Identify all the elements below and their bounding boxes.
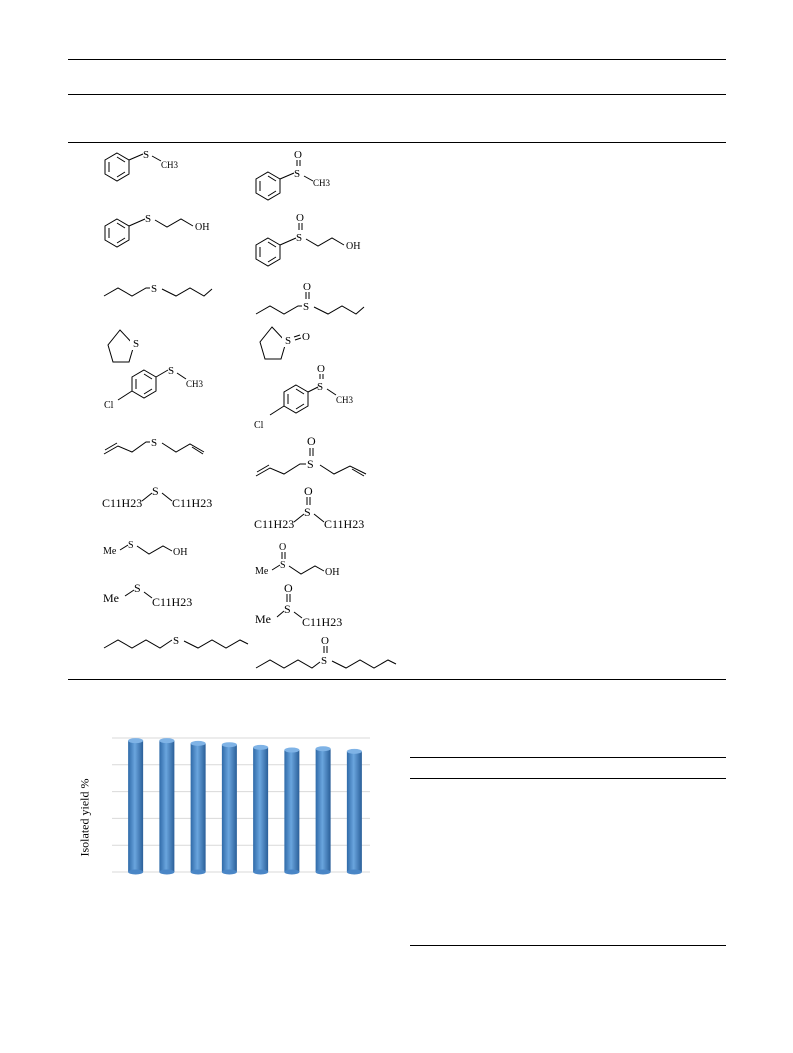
- atom-label: S: [152, 484, 159, 498]
- atom-label: C11H23: [172, 496, 212, 510]
- atom-label: C11H23: [152, 595, 192, 609]
- atom-label: S: [151, 283, 157, 295]
- chart-bar: [253, 744, 269, 875]
- chart-bar: [315, 746, 331, 875]
- substrate-structure-9: Me S C11H23: [103, 581, 192, 609]
- atom-label: S: [284, 602, 291, 616]
- substrate-structure-5: Cl S CH3: [104, 365, 204, 411]
- atom-label: S: [173, 635, 179, 647]
- chart-bar: [159, 738, 175, 875]
- atom-label: O: [317, 363, 325, 375]
- atom-label: S: [317, 381, 323, 393]
- atom-label: OH: [173, 547, 187, 558]
- atom-label: CH3: [161, 160, 179, 170]
- atom-label: S: [134, 581, 141, 595]
- atom-label: O: [302, 331, 310, 343]
- atom-label: S: [321, 655, 327, 667]
- product-structure-9: Me S O C11H23: [255, 581, 342, 629]
- product-structure-6: S O: [255, 434, 367, 477]
- substrate-structure-8: Me S OH: [103, 540, 187, 558]
- atom-label: CH3: [336, 395, 354, 405]
- atom-label: CH3: [313, 178, 331, 188]
- chart-bar: [284, 747, 300, 875]
- chart-bar: [128, 738, 144, 875]
- atom-label: Me: [103, 546, 117, 557]
- atom-label: S: [285, 335, 291, 347]
- table2-bottom-rule: [410, 945, 726, 946]
- atom-label: S: [280, 560, 286, 571]
- product-structure-3: S O: [255, 281, 365, 315]
- atom-label: CH3: [186, 379, 204, 389]
- substrate-structure-2: S OH: [104, 213, 209, 248]
- chart-bar: [221, 742, 237, 875]
- atom-label: Cl: [104, 400, 114, 411]
- chart-bar: [190, 740, 206, 875]
- substrate-structure-6: S: [103, 437, 205, 455]
- atom-label: O: [321, 635, 329, 647]
- product-structure-7: C11H23 S O C11H23: [254, 484, 364, 531]
- atom-label: OH: [346, 241, 360, 252]
- atom-label: OH: [325, 567, 339, 578]
- atom-label: S: [151, 437, 157, 449]
- atom-label: S: [303, 301, 309, 313]
- table2-top-rule: [410, 757, 726, 758]
- atom-label: S: [168, 365, 174, 377]
- atom-label: S: [307, 457, 314, 471]
- product-structure-1: S O CH3: [255, 149, 331, 201]
- substrate-structure-4: S: [107, 329, 141, 363]
- atom-label: Me: [255, 612, 271, 626]
- atom-label: O: [294, 149, 302, 161]
- substrate-structure-1: S CH3: [104, 149, 179, 182]
- atom-label: O: [284, 581, 293, 595]
- atom-label: S: [143, 149, 149, 161]
- table2-header-rule: [410, 778, 726, 779]
- substrate-structure-10: S: [103, 635, 249, 649]
- chart-bar: [346, 748, 362, 875]
- atom-label: Cl: [254, 420, 264, 431]
- product-structure-4: S O: [259, 326, 310, 360]
- atom-label: S: [133, 338, 139, 350]
- atom-label: O: [304, 484, 313, 498]
- atom-label: O: [279, 542, 286, 553]
- atom-label: S: [145, 213, 151, 225]
- atom-label: O: [303, 281, 311, 293]
- product-structure-2: S O OH: [255, 212, 360, 267]
- atom-label: S: [128, 540, 134, 551]
- atom-label: C11H23: [254, 517, 294, 531]
- atom-label: Me: [255, 566, 269, 577]
- atom-label: S: [304, 505, 311, 519]
- atom-label: C11H23: [324, 517, 364, 531]
- yield-bar-chart: [112, 737, 370, 875]
- substrate-structure-7: C11H23 S C11H23: [102, 484, 212, 510]
- atom-label: OH: [195, 222, 209, 233]
- table-bottom-rule: [68, 679, 726, 680]
- atom-label: C11H23: [302, 615, 342, 629]
- atom-label: S: [296, 232, 302, 244]
- atom-label: C11H23: [102, 496, 142, 510]
- atom-label: S: [294, 168, 300, 180]
- atom-label: O: [307, 434, 316, 448]
- table-top-rule: [68, 59, 726, 60]
- product-structure-8: Me S O OH: [255, 542, 339, 578]
- table-header-rule: [68, 94, 726, 95]
- substrate-structure-3: S: [103, 283, 213, 297]
- product-structure-5: Cl S O CH3: [254, 363, 354, 431]
- atom-label: O: [296, 212, 304, 224]
- atom-label: Me: [103, 591, 119, 605]
- table-header-bottom-rule: [68, 142, 726, 143]
- product-structure-10: S O: [255, 635, 397, 669]
